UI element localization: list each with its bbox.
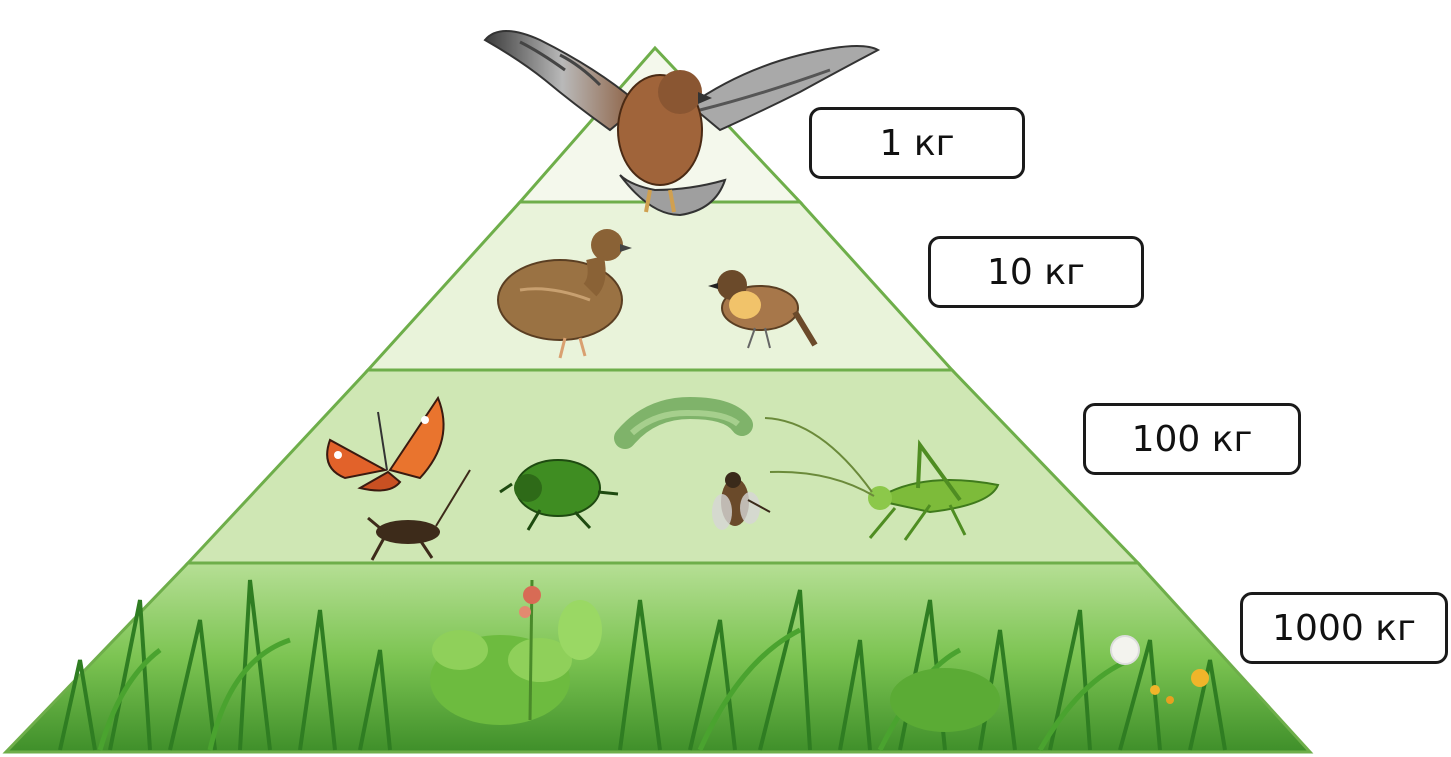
mass-label-level-1: 1 кг <box>809 107 1025 179</box>
mass-label-level-2: 10 кг <box>928 236 1144 308</box>
mass-label-level-3: 100 кг <box>1083 403 1301 475</box>
pyramid-level-2 <box>368 202 952 370</box>
mass-label-level-4: 1000 кг <box>1240 592 1448 664</box>
